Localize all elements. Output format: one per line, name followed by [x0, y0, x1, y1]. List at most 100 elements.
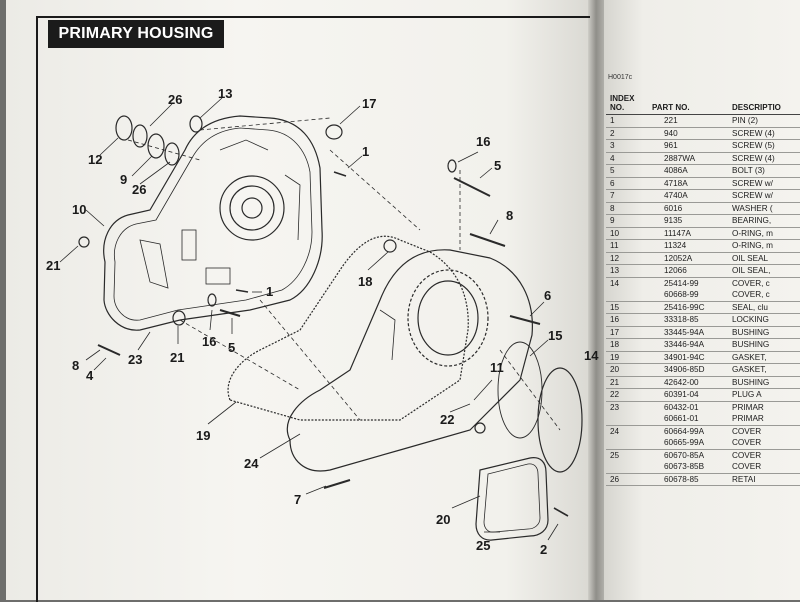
bearing-9	[147, 133, 165, 159]
cell-index	[606, 437, 648, 450]
table-row: 24 60664-99A COVER	[606, 425, 800, 437]
callout-16: 16	[476, 134, 490, 149]
cell-index: 17	[606, 326, 648, 339]
callout-17: 17	[362, 96, 376, 111]
figure-ref-code: H0017c	[608, 74, 633, 81]
callout-23: 23	[128, 352, 142, 367]
callout-16: 16	[202, 334, 216, 349]
book-gutter	[588, 0, 606, 600]
cell-part-number: 60391-04	[648, 388, 728, 402]
cell-index: 13	[606, 264, 648, 278]
callout-20: 20	[436, 512, 450, 527]
cell-part-number: 60670-85A	[664, 450, 705, 460]
callout-15: 15	[548, 328, 562, 343]
callout-25: 25	[476, 538, 490, 553]
cell-index: 3	[606, 139, 648, 153]
cell-description: SCREW w/	[728, 189, 800, 203]
cell-description: BEARING,	[728, 214, 800, 228]
callout-4: 4	[86, 368, 94, 383]
cell-part-number: 25416-99C	[648, 301, 728, 314]
cell-index: 11	[606, 239, 648, 253]
callout-5: 5	[494, 158, 501, 173]
callout-14: 14	[584, 348, 599, 363]
cell-description: O-RING, m	[728, 239, 800, 253]
cell-index	[606, 413, 648, 426]
callout-8: 8	[506, 208, 513, 223]
callout-1: 1	[362, 144, 369, 159]
cell-description: COVER, c	[728, 289, 800, 302]
cell-description: COVER	[732, 426, 762, 436]
cell-part-number: 25414-99	[664, 278, 699, 288]
cell-index: 7	[606, 189, 648, 203]
cell-part-number: 6016	[648, 202, 728, 215]
cell-index: 1	[606, 114, 648, 128]
cell-description: SCREW (4)	[728, 127, 800, 140]
cell-description: PIN (2)	[728, 114, 800, 128]
callout-24: 24	[244, 456, 259, 471]
callout-7: 7	[294, 492, 301, 507]
callout-19: 19	[196, 428, 210, 443]
cell-description: SCREW (5)	[728, 139, 800, 153]
cell-description: GASKET,	[728, 363, 800, 377]
cell-description: SEAL, clu	[728, 301, 800, 314]
cell-description: COVER	[732, 450, 762, 460]
cell-part-number: 221	[648, 114, 728, 128]
callout-11: 11	[490, 360, 504, 375]
callout-10: 10	[72, 202, 86, 217]
cell-index: 2	[606, 127, 648, 140]
cell-description: SCREW w/	[728, 177, 800, 190]
cell-part-number: 33318-85	[648, 313, 728, 327]
cell-part-number: 11324	[648, 239, 728, 253]
callout-21: 21	[46, 258, 60, 273]
cell-description: COVER	[728, 461, 800, 474]
cell-part-number: 60664-99A	[664, 426, 705, 436]
oil-seal-12	[115, 115, 133, 141]
cell-part-number: 34906-85D	[648, 363, 728, 377]
cell-index: 20	[606, 363, 648, 377]
callout-1: 1	[266, 284, 273, 299]
cell-description: PRIMAR	[728, 413, 800, 426]
table-row: 14 25414-99 COVER, c	[606, 277, 800, 289]
cell-part-number: 60673-85B	[648, 461, 728, 474]
cell-index: 23	[610, 402, 620, 412]
cell-part-number: 60678-85	[648, 473, 728, 486]
cell-description: PLUG A	[728, 388, 800, 402]
cell-index: 19	[606, 351, 648, 364]
column-header-description: DESCRIPTIO	[728, 92, 800, 115]
cell-description: COVER, c	[732, 278, 770, 288]
section-title: PRIMARY HOUSING	[48, 20, 224, 48]
cell-index: 26	[606, 473, 648, 486]
cell-description: BOLT (3)	[728, 164, 800, 178]
cell-part-number: 42642-00	[648, 376, 728, 389]
cell-index: 4	[606, 152, 648, 165]
cell-index: 24	[610, 426, 620, 436]
cell-part-number: 33446-94A	[648, 338, 728, 352]
cell-index: 14	[610, 278, 620, 288]
callout-9: 9	[120, 172, 127, 187]
cell-index: 8	[606, 202, 648, 215]
callout-2: 2	[540, 542, 547, 557]
cell-description: PRIMAR	[732, 402, 764, 412]
cell-part-number: 4718A	[648, 177, 728, 190]
